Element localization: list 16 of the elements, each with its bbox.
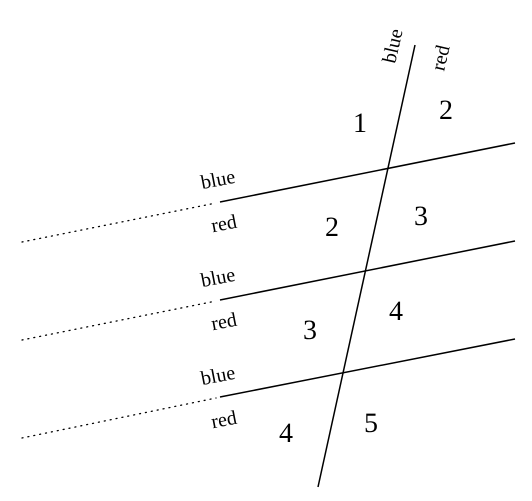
region-number: 2 xyxy=(439,97,453,125)
region-number: 4 xyxy=(389,298,403,326)
region-number: 1 xyxy=(353,110,367,138)
side-label: red xyxy=(210,212,238,236)
region-number: 2 xyxy=(325,214,339,242)
side-label: blue xyxy=(199,166,237,194)
region-number: 4 xyxy=(279,420,293,448)
side-label: red xyxy=(428,43,454,73)
side-label: blue xyxy=(379,26,407,66)
region-number: 3 xyxy=(303,317,317,345)
side-label: red xyxy=(210,310,238,334)
region-number: 5 xyxy=(364,410,378,438)
side-label: blue xyxy=(199,362,237,390)
side-label: red xyxy=(210,408,238,432)
region-number: 3 xyxy=(414,203,428,231)
side-label: blue xyxy=(199,264,237,292)
